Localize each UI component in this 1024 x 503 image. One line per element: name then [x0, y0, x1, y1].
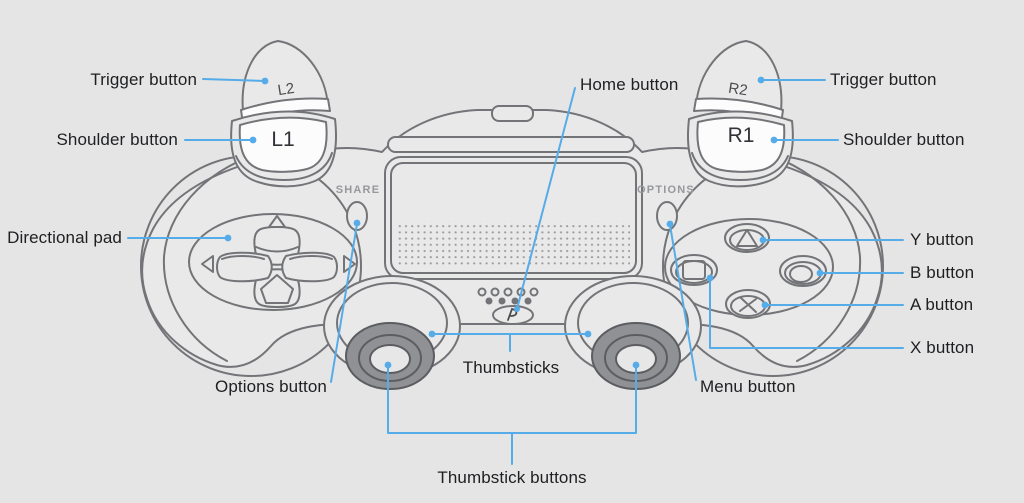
label-menu-button: Menu button	[700, 377, 796, 396]
top-notch	[491, 105, 534, 122]
cross-icon	[739, 297, 757, 313]
label-shoulder-right: Shoulder button	[843, 130, 965, 149]
label-directional-pad: Directional pad	[7, 228, 122, 247]
label-a-button: A button	[910, 295, 974, 314]
ps-home-button	[492, 305, 534, 325]
leader-menu	[669, 224, 697, 381]
speaker-holes	[477, 287, 539, 305]
label-trigger-left: Trigger button	[90, 70, 197, 89]
light-bar	[387, 136, 635, 153]
dpad-left-arrow-icon	[201, 255, 214, 273]
leader-home	[516, 87, 576, 310]
circle-button	[779, 255, 827, 287]
right-grip-seam	[763, 152, 862, 362]
label-options-button: Options button	[215, 377, 327, 396]
square-icon	[682, 260, 706, 280]
leader-lines	[127, 76, 904, 465]
options-button	[656, 201, 678, 231]
leader-trigger-left	[202, 78, 266, 82]
r1-button	[687, 110, 794, 188]
leader-thumbstick-buttons	[387, 364, 637, 465]
leader-thumbsticks	[431, 333, 589, 352]
share-text: SHARE	[336, 184, 381, 196]
dpad-up-arrow-icon	[268, 215, 286, 228]
leader-x	[709, 278, 904, 349]
r2-text: R2	[727, 80, 749, 100]
label-thumbsticks: Thumbsticks	[462, 358, 560, 377]
label-trigger-right: Trigger button	[830, 70, 937, 89]
touchpad	[384, 156, 643, 280]
l2-text: L2	[277, 80, 296, 99]
label-thumbstick-buttons: Thumbstick buttons	[437, 468, 587, 487]
square-button	[670, 254, 718, 286]
directional-pad	[188, 213, 358, 311]
right-thumbstick	[591, 322, 681, 390]
left-grip-seam	[162, 152, 261, 362]
label-b-button: B button	[910, 263, 975, 282]
r1-text: R1	[728, 124, 755, 147]
face-buttons	[664, 218, 834, 319]
l1-button	[230, 110, 337, 188]
label-y-button: Y button	[910, 230, 974, 249]
label-x-button: X button	[910, 338, 975, 357]
leader-options	[330, 223, 358, 383]
l1-text: L1	[271, 128, 294, 151]
left-thumbstick	[345, 322, 435, 390]
options-text: OPTIONS	[637, 184, 695, 196]
label-shoulder-left: Shoulder button	[56, 130, 178, 149]
ps-logo-icon	[507, 307, 518, 321]
triangle-icon	[736, 229, 758, 247]
circle-icon	[789, 265, 813, 283]
label-home-button: Home button	[580, 75, 679, 94]
